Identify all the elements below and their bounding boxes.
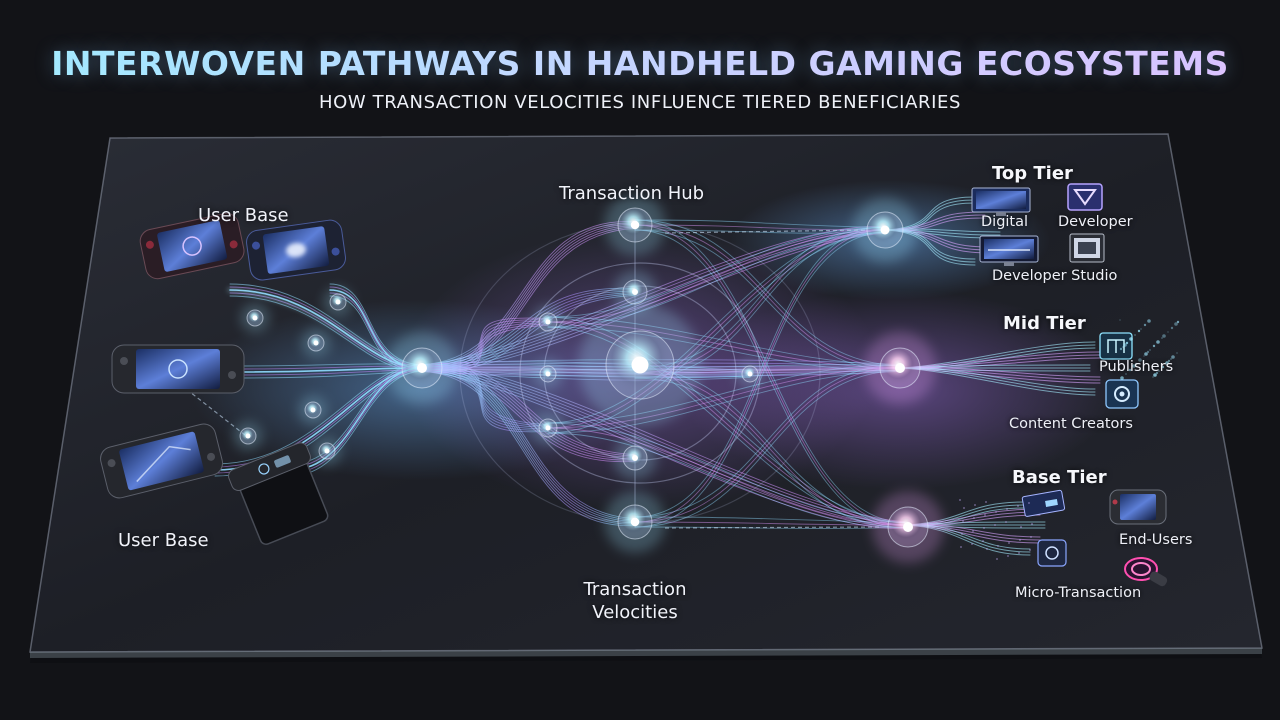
monitor-icon	[1069, 233, 1105, 263]
monitor-icon	[971, 187, 1031, 216]
label-transaction-velocities: Transaction Velocities	[583, 579, 687, 623]
tier-top-item-developer: Developer	[1058, 214, 1133, 230]
phone-controller-icon	[228, 442, 329, 545]
label-user-base-bottom: User Base	[118, 530, 209, 551]
target-icon	[1037, 539, 1067, 567]
sparkle-particles	[959, 319, 1180, 560]
handheld-console-icon	[100, 423, 224, 499]
handheld-console-icon	[139, 212, 245, 280]
handheld-console-icon	[246, 219, 346, 281]
label-transaction-hub: Transaction Hub	[559, 183, 705, 204]
transaction-nodes	[233, 194, 944, 563]
tier-base-title: Base Tier	[1012, 467, 1107, 488]
building-icon	[1099, 332, 1133, 360]
tier-top-item-developer-studio: Developer Studio	[992, 268, 1118, 284]
tier-base-item-end-users: End-Users	[1119, 532, 1193, 548]
tier-base-item-micro-transaction: Micro-Transaction	[1015, 585, 1142, 601]
tier-mid-item-publishers: Publishers	[1099, 359, 1174, 375]
diagram-subtitle: HOW TRANSACTION VELOCITIES INFLUENCE TIE…	[319, 92, 961, 113]
dashed-links	[189, 229, 881, 529]
tier-top-item-digital: Digital	[981, 214, 1029, 230]
handheld-console-icon	[1109, 489, 1167, 525]
monitor-icon	[979, 235, 1039, 266]
monitor-icon	[1021, 489, 1066, 517]
shield-badge-icon	[1067, 183, 1103, 211]
target-icon	[1105, 379, 1139, 409]
diagram-title: INTERWOVEN PATHWAYS IN HANDHELD GAMING E…	[0, 44, 1280, 83]
tier-top-title: Top Tier	[992, 163, 1073, 184]
handheld-console-icon	[111, 344, 245, 394]
label-user-base-top: User Base	[198, 205, 289, 226]
tier-mid-item-content-creators: Content Creators	[1009, 416, 1133, 432]
coin-icon	[1124, 557, 1168, 587]
tier-mid-title: Mid Tier	[1003, 313, 1086, 334]
